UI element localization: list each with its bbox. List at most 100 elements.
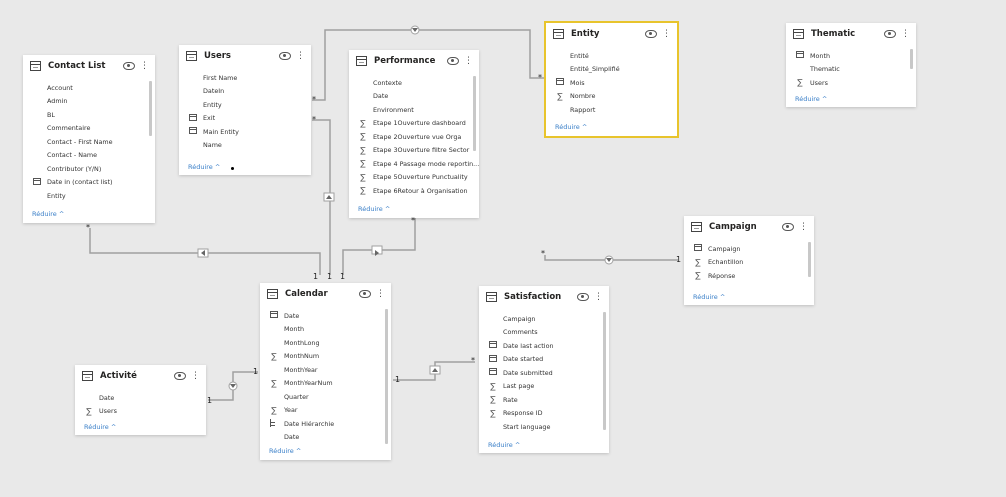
table-header[interactable]: Entity ⋮ [546, 23, 677, 45]
collapse-link[interactable]: Réduire ^ [693, 293, 726, 301]
eye-icon[interactable] [884, 30, 896, 38]
table-header[interactable]: Campaign ⋮ [684, 216, 814, 238]
collapse-link[interactable]: Réduire ^ [358, 205, 391, 213]
more-options-icon[interactable]: ⋮ [662, 28, 671, 39]
field-row[interactable]: Name [179, 139, 311, 153]
table-header[interactable]: Satisfaction ⋮ [479, 286, 609, 308]
field-row[interactable]: Date submitted [479, 366, 609, 380]
field-row[interactable]: ∑Nombre [546, 90, 677, 104]
table-header[interactable]: Activité ⋮ [75, 365, 206, 387]
collapse-link[interactable]: Réduire ^ [795, 95, 828, 103]
field-row[interactable]: ∑Etape 6Retour à Organisation [349, 184, 479, 198]
field-row[interactable]: Date last action [479, 339, 609, 353]
eye-icon[interactable] [359, 290, 371, 298]
eye-icon[interactable] [447, 57, 459, 65]
collapse-link[interactable]: Réduire ^ [488, 441, 521, 449]
field-row[interactable]: MonthYear [260, 363, 391, 377]
field-row[interactable]: Entité [546, 49, 677, 63]
field-row[interactable]: Comments [479, 326, 609, 340]
field-row[interactable]: Date started [479, 353, 609, 367]
field-row[interactable]: Environment [349, 103, 479, 117]
field-row[interactable]: ∑Last page [479, 380, 609, 394]
table-header[interactable]: Users ⋮ [179, 45, 311, 67]
field-row[interactable]: ∑Etape 2Ouverture vue Orga [349, 130, 479, 144]
field-row[interactable]: DateIn [179, 85, 311, 99]
field-row[interactable]: ∑MonthNum [260, 350, 391, 364]
scrollbar[interactable] [473, 76, 476, 151]
field-row[interactable]: ∑Etape 1Ouverture dashboard [349, 117, 479, 131]
field-row[interactable]: Entity [23, 189, 155, 203]
field-row[interactable]: ∑Users [786, 76, 916, 90]
field-row[interactable]: Thematic [786, 63, 916, 77]
collapse-link[interactable]: Réduire ^ [269, 447, 302, 455]
field-row[interactable]: Contributor (Y/N) [23, 162, 155, 176]
field-row[interactable]: ∑MonthYearNum [260, 377, 391, 391]
field-row[interactable]: ∑Réponse [684, 269, 814, 283]
field-row[interactable]: ∑Users [75, 405, 206, 419]
field-row[interactable]: Start language [479, 420, 609, 434]
table-header[interactable]: Calendar ⋮ [260, 283, 391, 305]
more-options-icon[interactable]: ⋮ [799, 221, 808, 232]
eye-icon[interactable] [645, 30, 657, 38]
collapse-link[interactable]: Réduire ^ [188, 163, 221, 171]
scrollbar[interactable] [385, 309, 388, 444]
field-row[interactable]: ∑Rate [479, 393, 609, 407]
table-header[interactable]: Performance ⋮ [349, 50, 479, 72]
field-row[interactable]: Entité_Simplifié [546, 63, 677, 77]
eye-icon[interactable] [174, 372, 186, 380]
field-row[interactable]: Campaign [479, 312, 609, 326]
collapse-link[interactable]: Réduire ^ [84, 423, 117, 431]
scrollbar[interactable] [149, 81, 152, 136]
eye-icon[interactable] [782, 223, 794, 231]
field-row[interactable]: Main Entity [179, 125, 311, 139]
more-options-icon[interactable]: ⋮ [376, 288, 385, 299]
field-row[interactable]: BL [23, 108, 155, 122]
table-header[interactable]: Contact List ⋮ [23, 55, 155, 77]
field-row[interactable]: Contact - Name [23, 149, 155, 163]
more-options-icon[interactable]: ⋮ [191, 370, 200, 381]
scrollbar[interactable] [603, 312, 606, 430]
field-row[interactable]: ∑Etape 4 Passage mode reportin... [349, 157, 479, 171]
collapse-link[interactable]: Réduire ^ [32, 210, 65, 218]
eye-icon[interactable] [577, 293, 589, 301]
field-row[interactable]: ∑Year [260, 404, 391, 418]
field-row[interactable]: Commentaire [23, 122, 155, 136]
table-header[interactable]: Thematic ⋮ [786, 23, 916, 45]
more-options-icon[interactable]: ⋮ [140, 60, 149, 71]
field-row[interactable]: Contact - First Name [23, 135, 155, 149]
field-row[interactable]: Rapport [546, 103, 677, 117]
field-row[interactable]: Date in (contact list) [23, 176, 155, 190]
field-row[interactable]: MonthLong [260, 336, 391, 350]
field-row[interactable]: Date [349, 90, 479, 104]
field-row[interactable]: Date Hiérarchie [260, 417, 391, 431]
more-options-icon[interactable]: ⋮ [296, 50, 305, 61]
field-row[interactable]: ∑Response ID [479, 407, 609, 421]
more-options-icon[interactable]: ⋮ [901, 28, 910, 39]
eye-icon[interactable] [123, 62, 135, 70]
field-row[interactable]: Month [786, 49, 916, 63]
field-row[interactable]: Date [260, 431, 391, 445]
field-row[interactable]: Date [260, 309, 391, 323]
field-row[interactable]: Month [260, 323, 391, 337]
more-options-icon[interactable]: ⋮ [594, 291, 603, 302]
table-card[interactable]: Activité ⋮ Date∑Users Réduire ^ [75, 365, 206, 435]
field-row[interactable]: ∑Etape 5Ouverture Punctuality [349, 171, 479, 185]
field-row[interactable]: Entity [179, 98, 311, 112]
collapse-link[interactable]: Réduire ^ [555, 123, 588, 131]
field-row[interactable]: Account [23, 81, 155, 95]
field-row[interactable]: ∑Echantillon [684, 256, 814, 270]
eye-icon[interactable] [279, 52, 291, 60]
field-row[interactable]: Campaign [684, 242, 814, 256]
field-row[interactable]: Mois [546, 76, 677, 90]
table-card[interactable]: Campaign ⋮ Campaign∑Echantillon∑Réponse … [684, 216, 814, 305]
scrollbar[interactable] [808, 242, 811, 277]
field-row[interactable]: First Name [179, 71, 311, 85]
field-row[interactable]: Contexte [349, 76, 479, 90]
